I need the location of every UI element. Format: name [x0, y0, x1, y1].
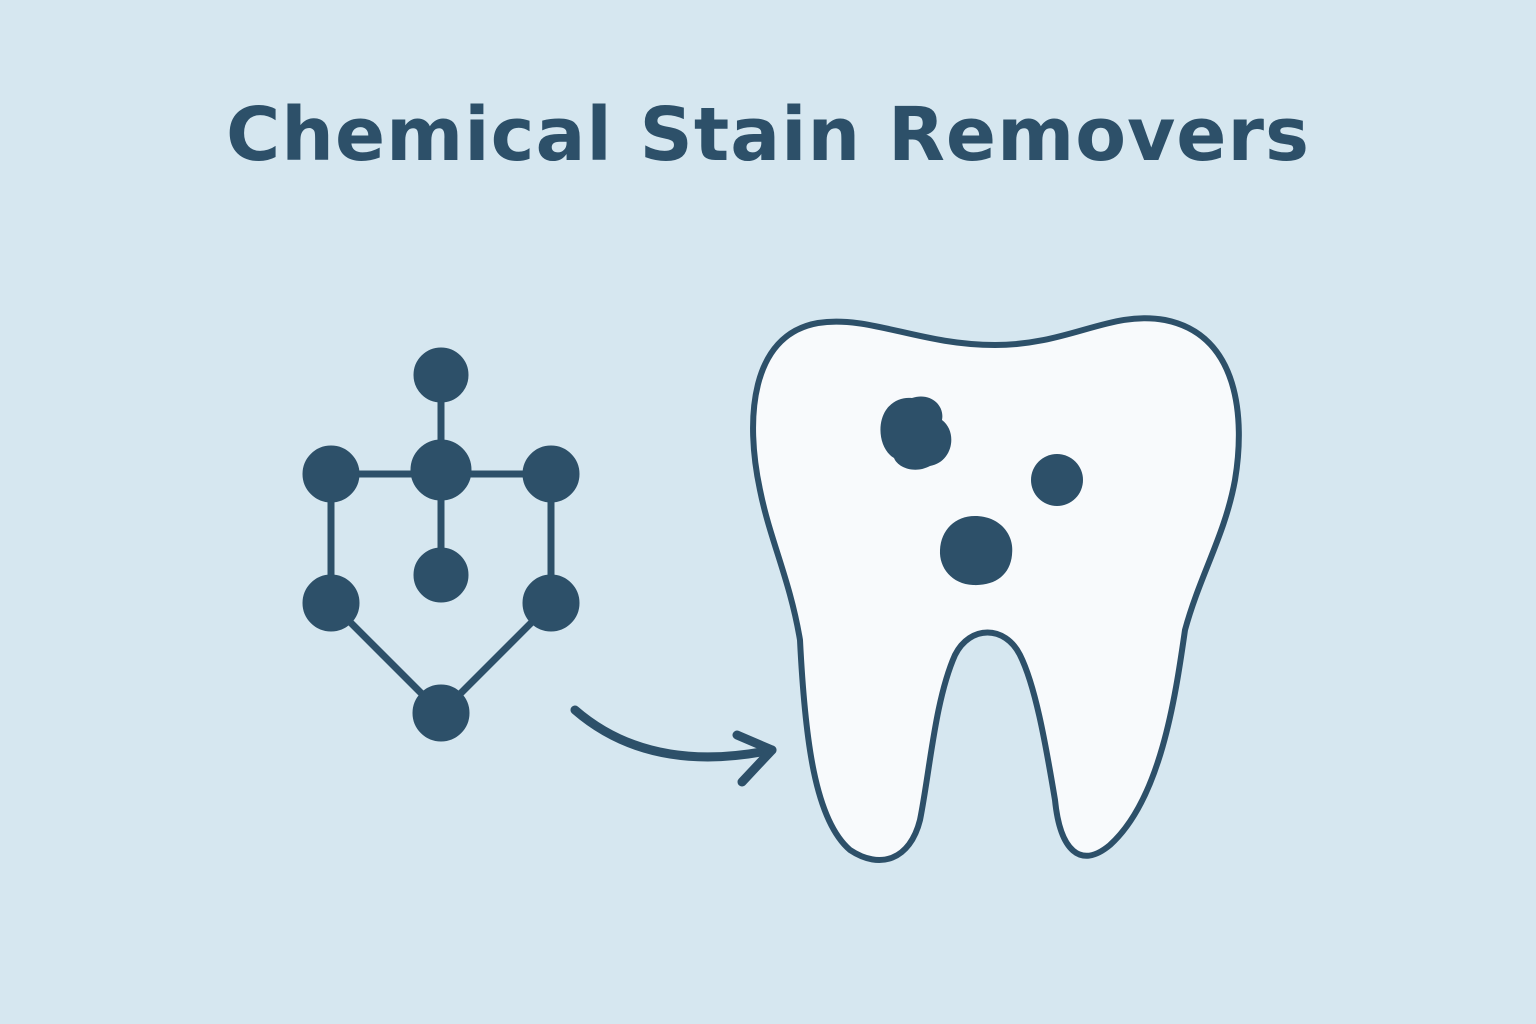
molecule-icon	[302, 347, 580, 742]
molecule-atoms	[302, 347, 580, 742]
stain-spot-icon	[939, 516, 1013, 586]
tooth-stains	[880, 396, 1083, 586]
arrow-icon	[570, 705, 777, 787]
atom-lower-left	[302, 574, 360, 632]
atom-center	[410, 439, 472, 501]
molecule-bonds	[327, 371, 555, 717]
tooth-icon	[750, 315, 1242, 863]
stain-spot-icon	[880, 396, 952, 470]
atom-top	[413, 347, 469, 403]
atom-left	[302, 445, 360, 503]
stain-spot-icon	[1031, 454, 1083, 506]
atom-middle	[413, 547, 469, 603]
atom-right	[522, 445, 580, 503]
page-title: Chemical Stain Removers	[225, 92, 1311, 178]
atom-lower-right	[522, 574, 580, 632]
atom-bottom	[412, 684, 470, 742]
